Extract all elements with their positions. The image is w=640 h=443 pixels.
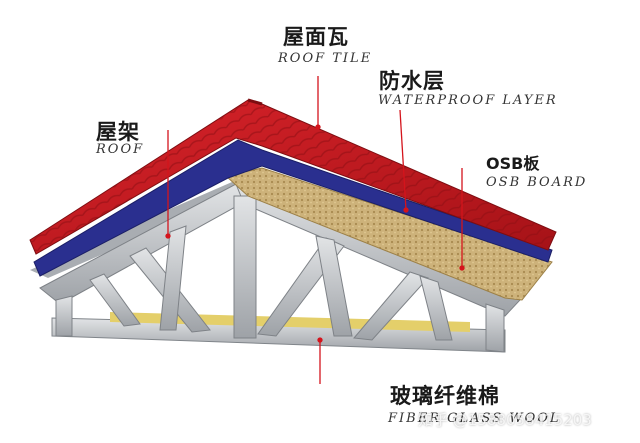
fiber-glass-wool-label-zh: 玻璃纤维棉 — [390, 384, 500, 408]
fiber-glass-wool-label-en: FIBER GLASS WOOL — [388, 411, 561, 426]
osb-board-layer — [224, 167, 553, 301]
osb-board-label: OSB板 — [486, 150, 539, 174]
osb-board-label-en: OSB BOARD — [486, 175, 588, 190]
roof-tile-layer — [29, 98, 557, 255]
watermark: 知乎 @1588058415203 — [418, 411, 592, 429]
waterproof-layer — [33, 139, 553, 277]
roof-tile-label-zh: 屋面瓦 — [283, 25, 349, 49]
waterproof-layer-label: 防水层 — [379, 65, 445, 95]
waterproof-layer-label-en: WATERPROOF LAYER — [378, 93, 558, 108]
waterproof-layer-label-zh: 防水层 — [379, 69, 445, 93]
leader-lines — [165, 76, 465, 384]
roof-label-zh: 屋架 — [96, 120, 140, 144]
fiber-glass-wool-label: 玻璃纤维棉 — [390, 380, 500, 410]
osb-board-label-zh: OSB板 — [486, 154, 540, 173]
roof-label-en: ROOF — [96, 142, 145, 157]
roof-tile-label-en: ROOF TILE — [278, 51, 373, 66]
roof-label: 屋架 — [96, 116, 140, 146]
roof-tile-label: 屋面瓦 — [283, 21, 349, 51]
